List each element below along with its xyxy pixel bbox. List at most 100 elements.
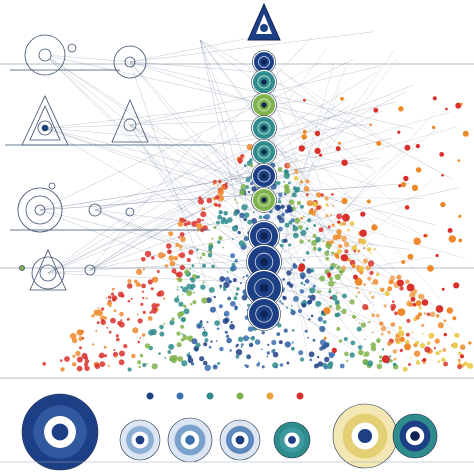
node-dot: [299, 204, 304, 209]
node-dot: [390, 307, 395, 311]
node-dot: [144, 250, 152, 258]
node-dot: [309, 358, 313, 362]
node-dot: [357, 291, 361, 294]
node-dot: [343, 337, 348, 341]
node-dot: [318, 290, 322, 293]
node-dot: [64, 356, 70, 362]
node-dot: [307, 336, 309, 339]
node-dot: [415, 300, 422, 307]
node-dot: [331, 193, 334, 196]
node-dot: [404, 343, 411, 351]
node-dot: [152, 276, 159, 283]
node-dot: [317, 247, 322, 252]
node-dot: [171, 317, 175, 321]
node-dot: [305, 251, 310, 255]
node-dot: [320, 193, 324, 197]
node-dot: [232, 238, 234, 241]
node-dot: [421, 323, 425, 328]
node-dot: [300, 217, 304, 220]
node-dot: [356, 326, 362, 332]
node-dot: [314, 130, 321, 137]
node-dot: [299, 272, 306, 279]
connector-line: [47, 253, 360, 274]
node-dot: [197, 198, 204, 205]
node-dot: [322, 320, 327, 324]
node-dot: [306, 200, 313, 207]
node-dot: [298, 350, 304, 356]
node-dot: [76, 356, 83, 363]
node-dot: [142, 362, 147, 368]
node-dot: [303, 299, 307, 303]
node-dot: [183, 308, 190, 315]
legend-swatch: [176, 392, 184, 400]
node-dot: [323, 336, 327, 340]
node-dot: [360, 211, 366, 217]
connector-line: [273, 66, 347, 238]
node-dot: [338, 244, 343, 249]
node-dot: [314, 147, 321, 154]
node-dot: [375, 272, 380, 277]
node-dot: [218, 210, 223, 215]
node-dot: [216, 220, 220, 225]
spine-node: [251, 92, 277, 118]
node-dot: [338, 141, 341, 145]
node-dot: [384, 290, 390, 297]
node-dot: [201, 219, 204, 222]
legend-swatch: [266, 392, 274, 400]
connector-line: [44, 127, 273, 149]
node-dot: [286, 281, 291, 286]
node-dot: [307, 295, 311, 299]
node-dot: [219, 346, 224, 352]
spine-core: [261, 79, 267, 85]
node-dot: [298, 225, 303, 230]
node-dot: [327, 225, 331, 229]
connector-line: [279, 68, 371, 149]
node-dot: [164, 357, 167, 359]
node-dot: [237, 157, 243, 164]
node-dot: [271, 349, 275, 354]
node-dot: [413, 350, 421, 357]
connector-line: [39, 185, 375, 211]
node-dot: [159, 324, 164, 330]
node-dot: [435, 305, 444, 313]
node-dot: [245, 364, 249, 368]
node-dot: [112, 297, 117, 302]
node-dot: [187, 357, 194, 364]
node-dot: [132, 327, 139, 334]
node-dot: [147, 279, 153, 285]
node-dot: [256, 363, 260, 367]
node-cloud: [42, 96, 474, 372]
connector-line: [264, 149, 382, 189]
spine-core: [261, 102, 267, 108]
connector-line: [273, 180, 370, 302]
node-dot: [290, 268, 293, 271]
node-dot: [104, 354, 108, 358]
node-dot: [441, 287, 445, 291]
bottom-disc: [219, 419, 261, 461]
node-dot: [454, 332, 460, 338]
legend-item: [236, 392, 244, 400]
node-dot: [204, 338, 209, 343]
node-dot: [359, 238, 367, 245]
node-dot: [376, 313, 380, 318]
node-dot: [243, 335, 249, 342]
node-dot: [207, 252, 213, 258]
node-dot: [215, 340, 218, 342]
node-dot: [342, 293, 347, 299]
node-dot: [226, 337, 232, 344]
connector-line: [199, 39, 385, 295]
node-dot: [182, 335, 188, 341]
node-dot: [299, 289, 305, 294]
node-dot: [203, 342, 208, 347]
node-dot: [191, 362, 195, 366]
node-dot: [95, 329, 98, 332]
node-dot: [202, 225, 208, 231]
node-dot: [231, 225, 239, 232]
node-dot: [223, 285, 226, 289]
node-dot: [206, 321, 209, 324]
spine-node: [248, 220, 280, 252]
node-dot: [254, 339, 261, 345]
node-dot: [176, 342, 182, 348]
node-dot: [329, 305, 333, 308]
node-dot: [288, 181, 291, 185]
